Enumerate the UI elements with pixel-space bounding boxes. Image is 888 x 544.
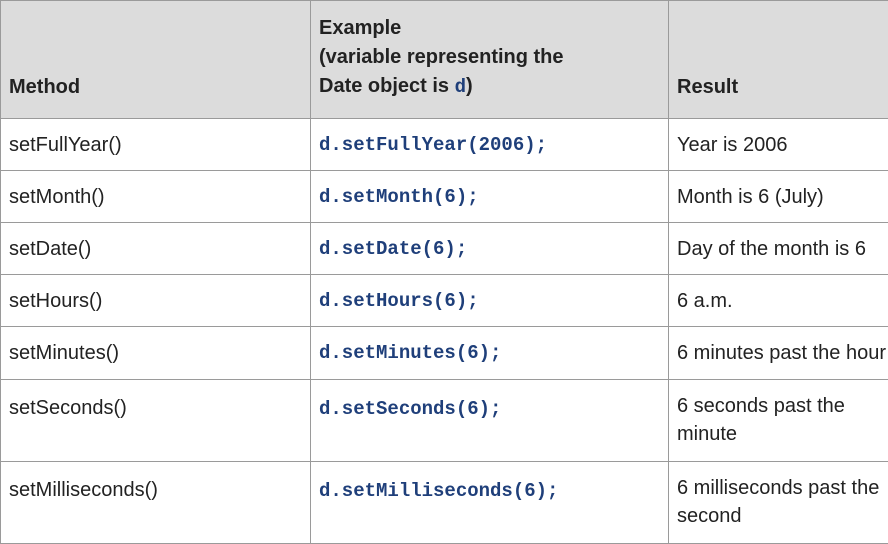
table-row: setFullYear() d.setFullYear(2006); Year … <box>0 117 888 172</box>
example-cell: d.setMilliseconds(6); <box>310 460 669 544</box>
example-code: d.setMinutes(6); <box>319 342 502 365</box>
example-header-variable: d <box>454 76 467 98</box>
example-cell: d.setDate(6); <box>310 222 669 276</box>
example-header-line2: (variable representing the <box>319 46 564 68</box>
table-row: setMinutes() d.setMinutes(6); 6 minutes … <box>0 326 888 380</box>
table-row: setMonth() d.setMonth(6); Month is 6 (Ju… <box>0 170 888 224</box>
result-column-header: Result <box>668 0 888 119</box>
result-cell: 6 minutes past the hour <box>668 326 888 380</box>
example-cell: d.setHours(6); <box>310 274 669 328</box>
method-cell: setDate() <box>0 222 311 276</box>
example-cell: d.setMinutes(6); <box>310 326 669 380</box>
example-code: d.setMilliseconds(6); <box>319 479 559 502</box>
result-cell: Day of the month is 6 <box>668 222 888 276</box>
example-cell: d.setSeconds(6); <box>310 378 669 462</box>
example-code: d.setDate(6); <box>319 238 468 261</box>
table-row: setMilliseconds() d.setMilliseconds(6); … <box>0 460 888 544</box>
header-row: Method Example (variable representing th… <box>0 0 888 119</box>
example-column-header: Example (variable representing the Date … <box>310 0 669 119</box>
result-cell: 6 seconds past the minute <box>668 378 888 462</box>
result-cell: 6 a.m. <box>668 274 888 328</box>
method-column-header: Method <box>0 0 311 119</box>
example-header-line1: Example <box>319 17 402 39</box>
example-code: d.setSeconds(6); <box>319 397 502 420</box>
method-cell: setSeconds() <box>0 378 311 462</box>
method-cell: setFullYear() <box>0 117 311 172</box>
result-cell: 6 milliseconds past the second <box>668 460 888 544</box>
example-code: d.setMonth(6); <box>319 186 479 209</box>
method-cell: setMinutes() <box>0 326 311 380</box>
table-row: setSeconds() d.setSeconds(6); 6 seconds … <box>0 378 888 462</box>
example-header-line3: Date object is d) <box>319 72 660 102</box>
example-cell: d.setMonth(6); <box>310 170 669 224</box>
table-row: setDate() d.setDate(6); Day of the month… <box>0 222 888 276</box>
example-code: d.setHours(6); <box>319 290 479 313</box>
example-code: d.setFullYear(2006); <box>319 134 548 157</box>
result-cell: Month is 6 (July) <box>668 170 888 224</box>
example-header-line3-close: ) <box>466 75 473 97</box>
method-cell: setHours() <box>0 274 311 328</box>
table-row: setHours() d.setHours(6); 6 a.m. <box>0 274 888 328</box>
example-cell: d.setFullYear(2006); <box>310 117 669 172</box>
result-cell: Year is 2006 <box>668 117 888 172</box>
example-header-line3-text: Date object is <box>319 75 455 97</box>
method-cell: setMonth() <box>0 170 311 224</box>
method-cell: setMilliseconds() <box>0 460 311 544</box>
